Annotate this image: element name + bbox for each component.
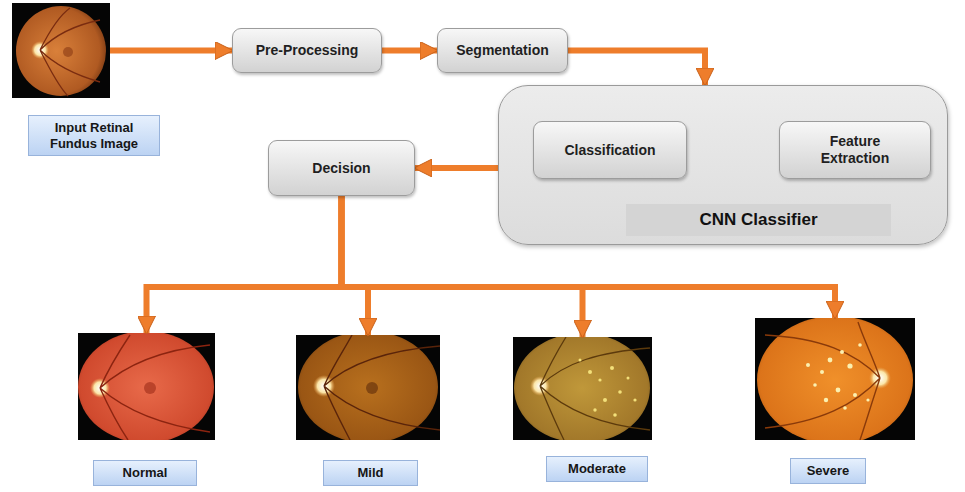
class-label: Mild (323, 460, 418, 486)
exudates (806, 343, 870, 410)
vessels (324, 335, 440, 440)
normal-fundus (78, 333, 215, 440)
class-image: Moderate (513, 337, 652, 440)
flow-arrow (110, 48, 232, 54)
class-image: Mild (296, 335, 440, 440)
flow-arrow (415, 165, 498, 171)
flow-arrow (342, 196, 369, 335)
class-label: Normal (93, 460, 197, 486)
retina (514, 337, 650, 440)
vessels (40, 8, 100, 96)
vessels (100, 335, 210, 440)
flow-arrow (568, 51, 705, 86)
flow-arrow (382, 48, 437, 54)
vessels (540, 337, 650, 440)
macula (144, 382, 156, 394)
macula (63, 47, 73, 57)
box-text: Feature Extraction (805, 133, 905, 167)
process-box: Classification (533, 121, 687, 179)
class-label: Input Retinal Fundus Image (28, 115, 160, 156)
class-image: Severe (755, 318, 915, 440)
class-image: Normal (78, 333, 215, 440)
moderate-fundus (513, 337, 652, 440)
input-fundus (12, 3, 110, 98)
process-box: Feature Extraction (779, 121, 931, 179)
box-text: Pre-Processing (256, 42, 359, 59)
image-ground (12, 3, 110, 98)
mild-fundus (296, 335, 440, 440)
vessels (765, 322, 880, 440)
class-label: Severe (790, 458, 866, 484)
exudates (579, 359, 637, 417)
flow-arrow (147, 196, 342, 333)
box-text: Decision (312, 160, 370, 177)
group-title: CNN Classifier (626, 204, 891, 236)
retina (298, 335, 438, 440)
retina (78, 333, 214, 440)
macula (366, 382, 378, 394)
process-box: Pre-Processing (232, 28, 382, 73)
retina (16, 6, 106, 96)
input-image: Input Retinal Fundus Image (12, 3, 110, 98)
decision-box: Decision (268, 140, 415, 196)
box-text: Classification (564, 142, 655, 159)
box-text: Segmentation (456, 42, 549, 59)
classifier-group: CNN Classifier Classification Feature Extr… (498, 85, 948, 245)
class-label: Moderate (546, 456, 648, 482)
severe-fundus (755, 318, 915, 440)
retina (757, 318, 913, 440)
process-box: Segmentation (437, 28, 568, 73)
